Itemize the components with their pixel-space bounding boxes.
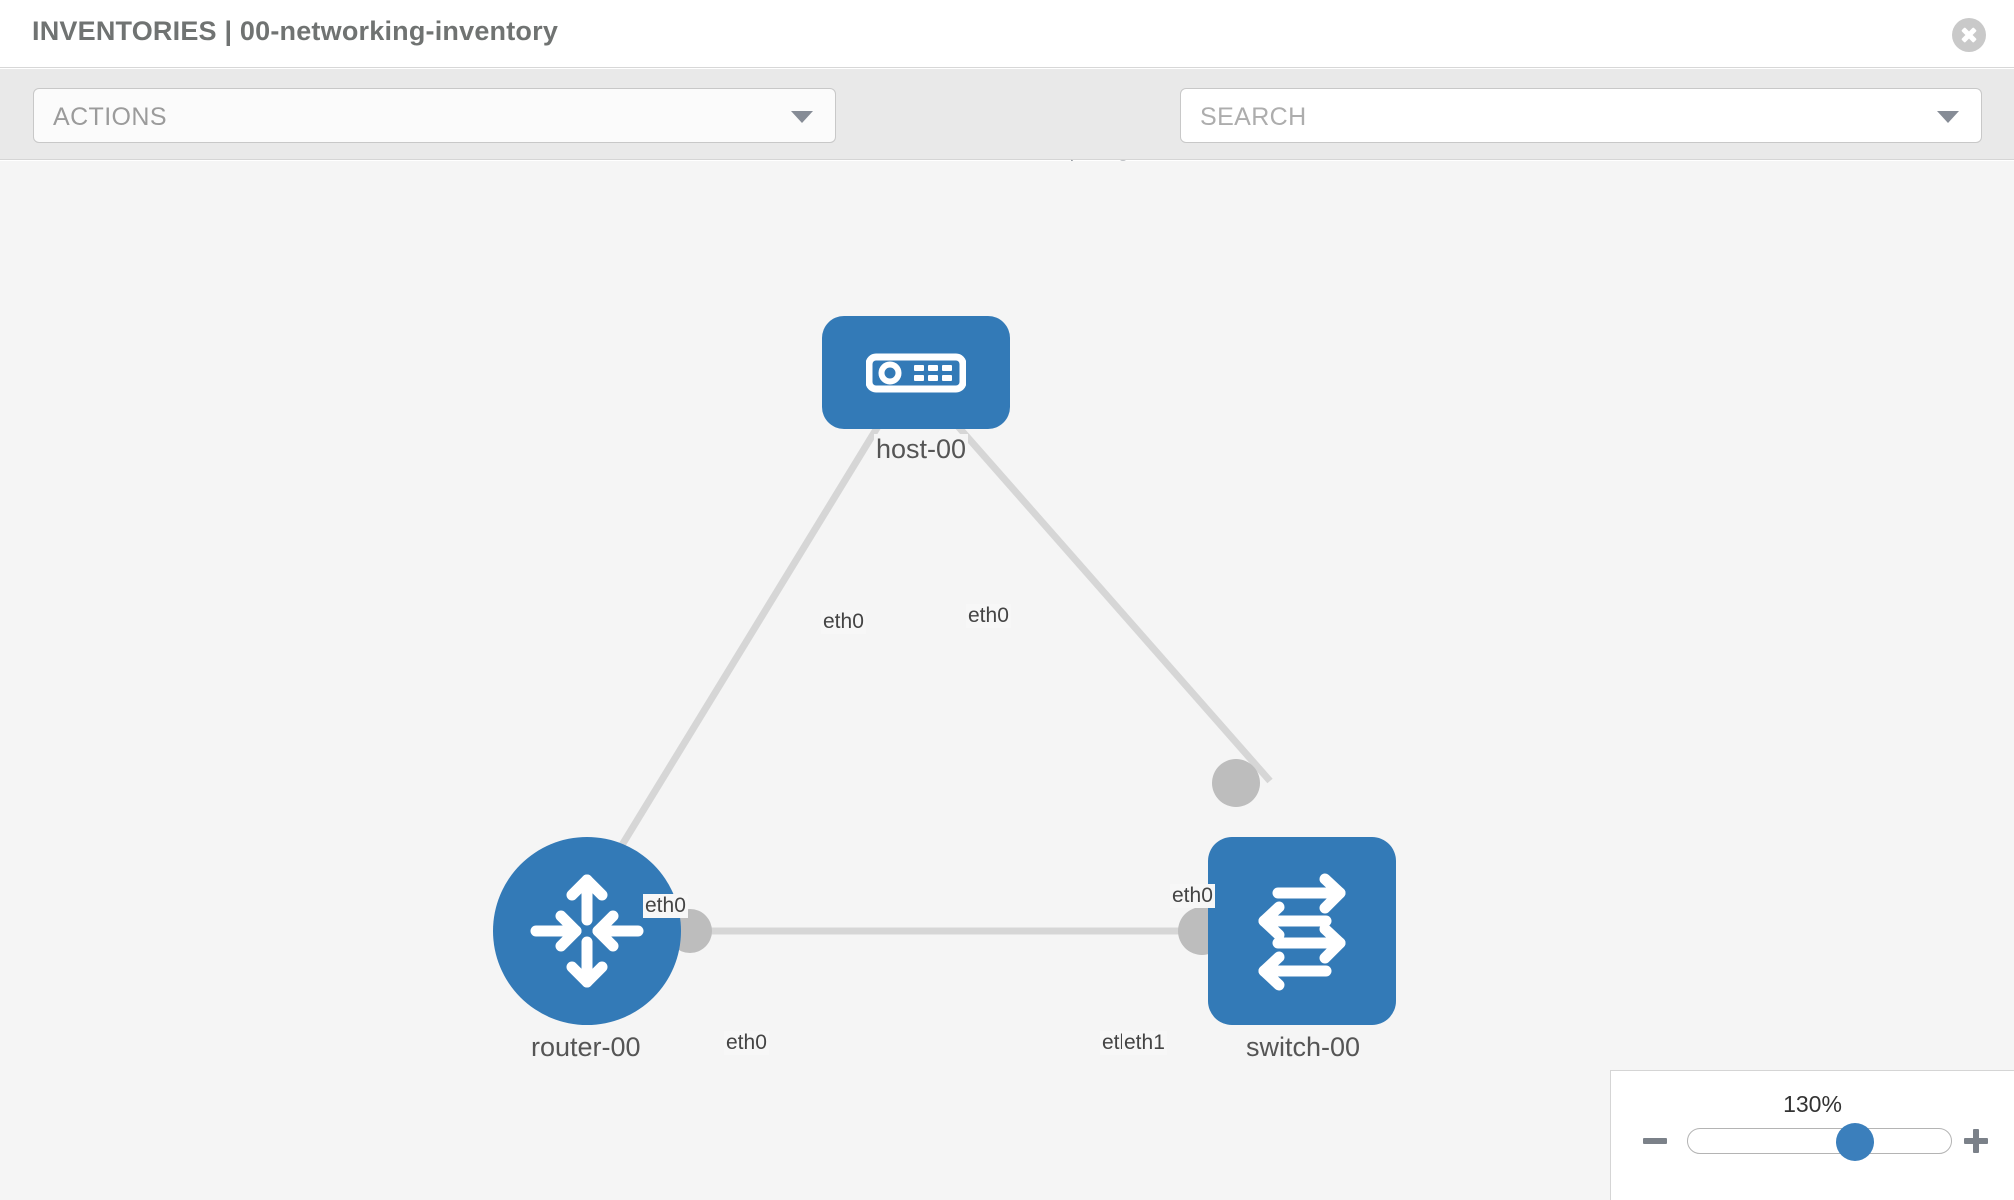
switch-node-shape[interactable] bbox=[1208, 837, 1396, 1025]
router-arrows-icon bbox=[530, 874, 644, 988]
page-header: INVENTORIES | 00-networking-inventory bbox=[0, 0, 2014, 68]
interface-label-host-left: eth0 bbox=[821, 610, 866, 634]
zoom-slider[interactable] bbox=[1687, 1123, 1952, 1161]
topology-canvas[interactable]: host-00 router-00 bbox=[0, 161, 2014, 1200]
zoom-out-button[interactable] bbox=[1641, 1127, 1669, 1155]
actions-dropdown[interactable]: ACTIONS bbox=[33, 88, 836, 143]
chevron-down-icon[interactable] bbox=[1937, 110, 1959, 123]
node-label-switch-00: switch-00 bbox=[1244, 1032, 1363, 1063]
node-label-router-00: router-00 bbox=[529, 1032, 643, 1063]
zoom-level-value: 130% bbox=[1783, 1091, 1842, 1117]
zoom-slider-thumb[interactable] bbox=[1835, 1123, 1874, 1161]
interface-label-router-top: eth0 bbox=[643, 894, 688, 918]
router-node-shape[interactable] bbox=[493, 837, 681, 1025]
interface-label-switch-top: eth0 bbox=[1170, 884, 1215, 908]
actions-dropdown-label: ACTIONS bbox=[53, 103, 167, 131]
interface-label-host-right: eth0 bbox=[966, 604, 1011, 628]
link-host-switch bbox=[952, 420, 1273, 784]
chevron-down-icon bbox=[791, 110, 813, 123]
zoom-control-panel: 130% bbox=[1610, 1070, 2014, 1200]
server-icon bbox=[866, 353, 966, 392]
zoom-in-button[interactable] bbox=[1962, 1127, 1990, 1155]
host-node-shape[interactable] bbox=[822, 316, 1010, 429]
search-placeholder: SEARCH bbox=[1200, 103, 1307, 131]
node-label-host-00: host-00 bbox=[874, 434, 969, 465]
switch-arrows-icon bbox=[1258, 873, 1346, 991]
interface-label-switch-left-b: eth1 bbox=[1122, 1031, 1167, 1055]
interface-label-router-right: eth0 bbox=[724, 1031, 769, 1055]
topology-links bbox=[597, 373, 1273, 955]
link-host-router bbox=[597, 421, 883, 883]
search-input[interactable]: SEARCH bbox=[1180, 88, 1982, 143]
close-icon[interactable] bbox=[1952, 18, 1986, 52]
page-title: INVENTORIES | 00-networking-inventory bbox=[32, 16, 559, 46]
toolbar: ACTIONS SEARCH bbox=[0, 69, 2014, 195]
